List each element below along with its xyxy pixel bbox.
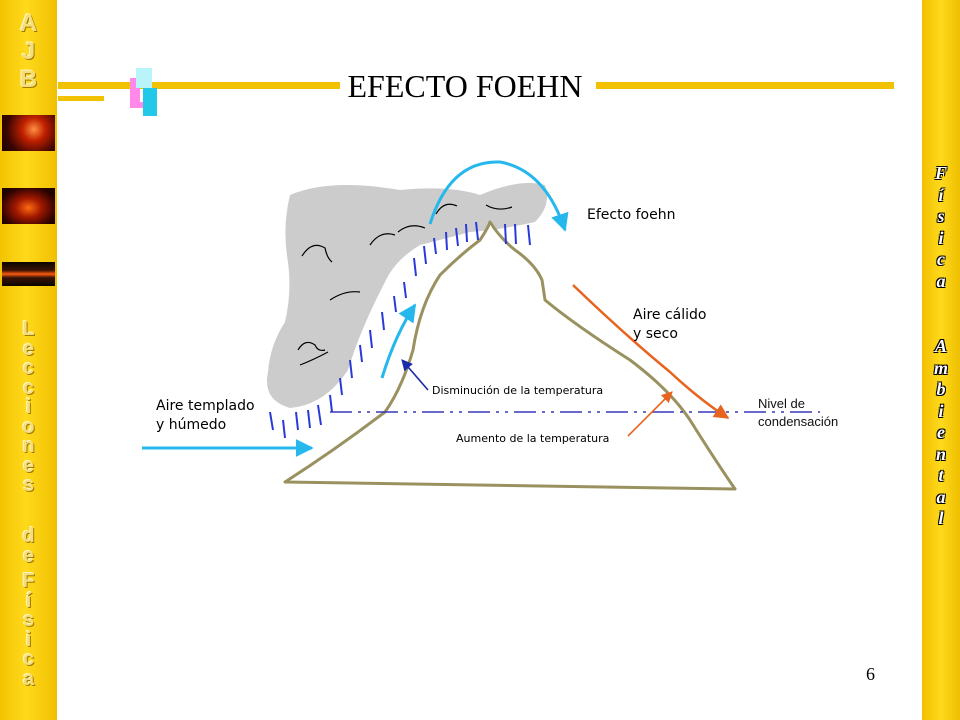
- pointer-disminucion: [401, 359, 429, 391]
- label-disminucion-temperatura: Disminución de la temperatura: [432, 384, 603, 397]
- sidebar-word-fisica-right: F í s i c a: [934, 163, 947, 291]
- title-block-cyan: [143, 88, 157, 116]
- initial-j: J: [21, 38, 36, 65]
- title-decoration: [58, 68, 894, 116]
- sidebar-word-de: d e: [22, 525, 35, 567]
- thumbnail-image-2: [2, 188, 55, 224]
- title-block-pink-base: [130, 102, 150, 108]
- label-condensacion: condensación: [758, 414, 838, 429]
- cloud-wisps: [297, 203, 513, 366]
- initial-b: B: [19, 66, 38, 93]
- title-rule-left: [58, 82, 340, 89]
- arrow-descending-air: [572, 284, 730, 420]
- thumbnail-image-1: [2, 115, 55, 151]
- title-rule-right: [596, 82, 894, 89]
- sidebar-word-lecciones: L e c c i o n e s: [22, 318, 35, 496]
- pointer-aumento: [627, 391, 673, 437]
- page-number: 6: [866, 664, 875, 684]
- arrow-over-summit: [428, 160, 569, 232]
- cloud: [266, 182, 548, 408]
- right-sidebar: F í s i c a A m b i e n t a l: [922, 0, 960, 720]
- mountain: [283, 220, 737, 491]
- label-efecto-foehn: Efecto foehn: [587, 207, 675, 223]
- left-sidebar: A J B L e c c i o n e s d e F í s i c a: [0, 0, 57, 720]
- label-aumento-temperatura: Aumento de la temperatura: [456, 432, 609, 445]
- title-rule-left-short: [58, 96, 104, 101]
- arrow-rising-air: [380, 303, 417, 379]
- label-y-seco: y seco: [633, 326, 678, 342]
- title-block-pink: [130, 78, 140, 108]
- initial-a: A: [19, 10, 38, 37]
- sidebar-word-ambiental: A m b i e n t a l: [933, 336, 948, 528]
- slide-title: EFECTO FOEHN: [347, 68, 583, 104]
- label-y-humedo: y húmedo: [156, 417, 226, 433]
- label-aire-templado: Aire templado: [156, 398, 255, 414]
- sidebar-word-fisica: F í s i c a: [22, 570, 35, 690]
- title-block-lightcyan: [136, 68, 152, 88]
- thumbnail-image-3: [2, 262, 55, 286]
- rain-streaks: [269, 221, 531, 439]
- label-nivel-de: Nivel de: [758, 396, 805, 411]
- label-aire-calido: Aire cálido: [633, 307, 707, 323]
